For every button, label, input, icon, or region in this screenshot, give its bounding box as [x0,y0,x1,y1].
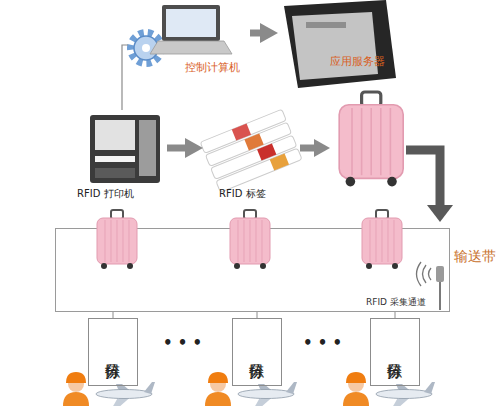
gear-hole [142,44,150,52]
plane-fuselage [96,390,152,399]
plane-tail [286,382,297,394]
rfid-reader-node: RFID 采集通道 [366,263,450,311]
conveyor-belt: 输送带RFID 采集通道 [55,228,450,312]
printer-body [90,115,160,183]
suitcase [230,210,270,269]
worker-body [343,392,369,406]
connector [167,145,187,152]
printer-base [95,168,135,178]
laptop-screen [166,9,216,37]
node-label: 输送带 [454,249,496,264]
suitcase [97,210,137,269]
worker-icon [343,372,369,406]
tag-node: RFID 标签 [205,112,297,202]
node-label: 控制计算机 [185,62,240,74]
printer-panel [95,120,135,150]
node-label: 分拣口 [371,319,419,385]
server-body [284,0,396,88]
worker-icon [205,372,231,406]
node-label: RFID 采集通道 [366,298,426,308]
worker-body [63,392,89,406]
plane-fuselage [238,390,294,399]
bent-arrow [406,150,453,222]
server-icon [284,0,396,88]
server-node: 应用服务器 [280,0,400,90]
server-front [292,12,378,80]
printer-side [139,120,156,176]
plane-fuselage [376,390,432,399]
antenna-head [436,266,444,282]
plane-tail [424,382,435,394]
arrow-head [314,139,330,157]
server-slot [306,22,346,28]
arrow-shaft [300,145,314,152]
node-label: 分拣口 [89,319,137,385]
tag-strip [216,148,302,192]
sorting-port: 分拣口 [232,318,282,386]
worker-icon [63,372,89,406]
worker-body [205,392,231,406]
flow-arrow [300,139,330,157]
node-label: RFID 打印机 [77,188,134,199]
suitcase [339,92,403,186]
plane-tail [144,382,155,394]
laptop-base [150,41,232,54]
radio-wave [417,262,422,286]
radio-wave [423,265,427,283]
ellipsis-label: • • • [303,334,342,352]
node-label: 应用服务器 [330,56,385,68]
rfid-tags-icon [200,109,302,192]
node-label: 分拣口 [233,319,281,385]
connector [122,45,128,110]
suitcase [362,210,402,269]
connector [250,30,262,37]
laptop-icon [150,5,232,54]
sorting-port: 分拣口 [88,318,138,386]
laptop-screen-frame [162,5,220,41]
worker-helmet [208,372,228,383]
printer-slot [95,156,135,162]
arrow-head [427,205,453,222]
printer-node: RFID 打印机 [75,110,165,202]
node-label: RFID 标签 [219,188,266,199]
radio-wave [429,268,432,280]
worker-helmet [66,372,86,383]
tag-band [270,153,289,170]
computer-node: 控制计算机 [128,5,248,77]
arrow-shaft [406,150,440,206]
worker-helmet [346,372,366,383]
ellipsis-label: • • • [163,334,202,352]
sorting-port: 分拣口 [370,318,420,386]
printer-icon [90,115,160,183]
